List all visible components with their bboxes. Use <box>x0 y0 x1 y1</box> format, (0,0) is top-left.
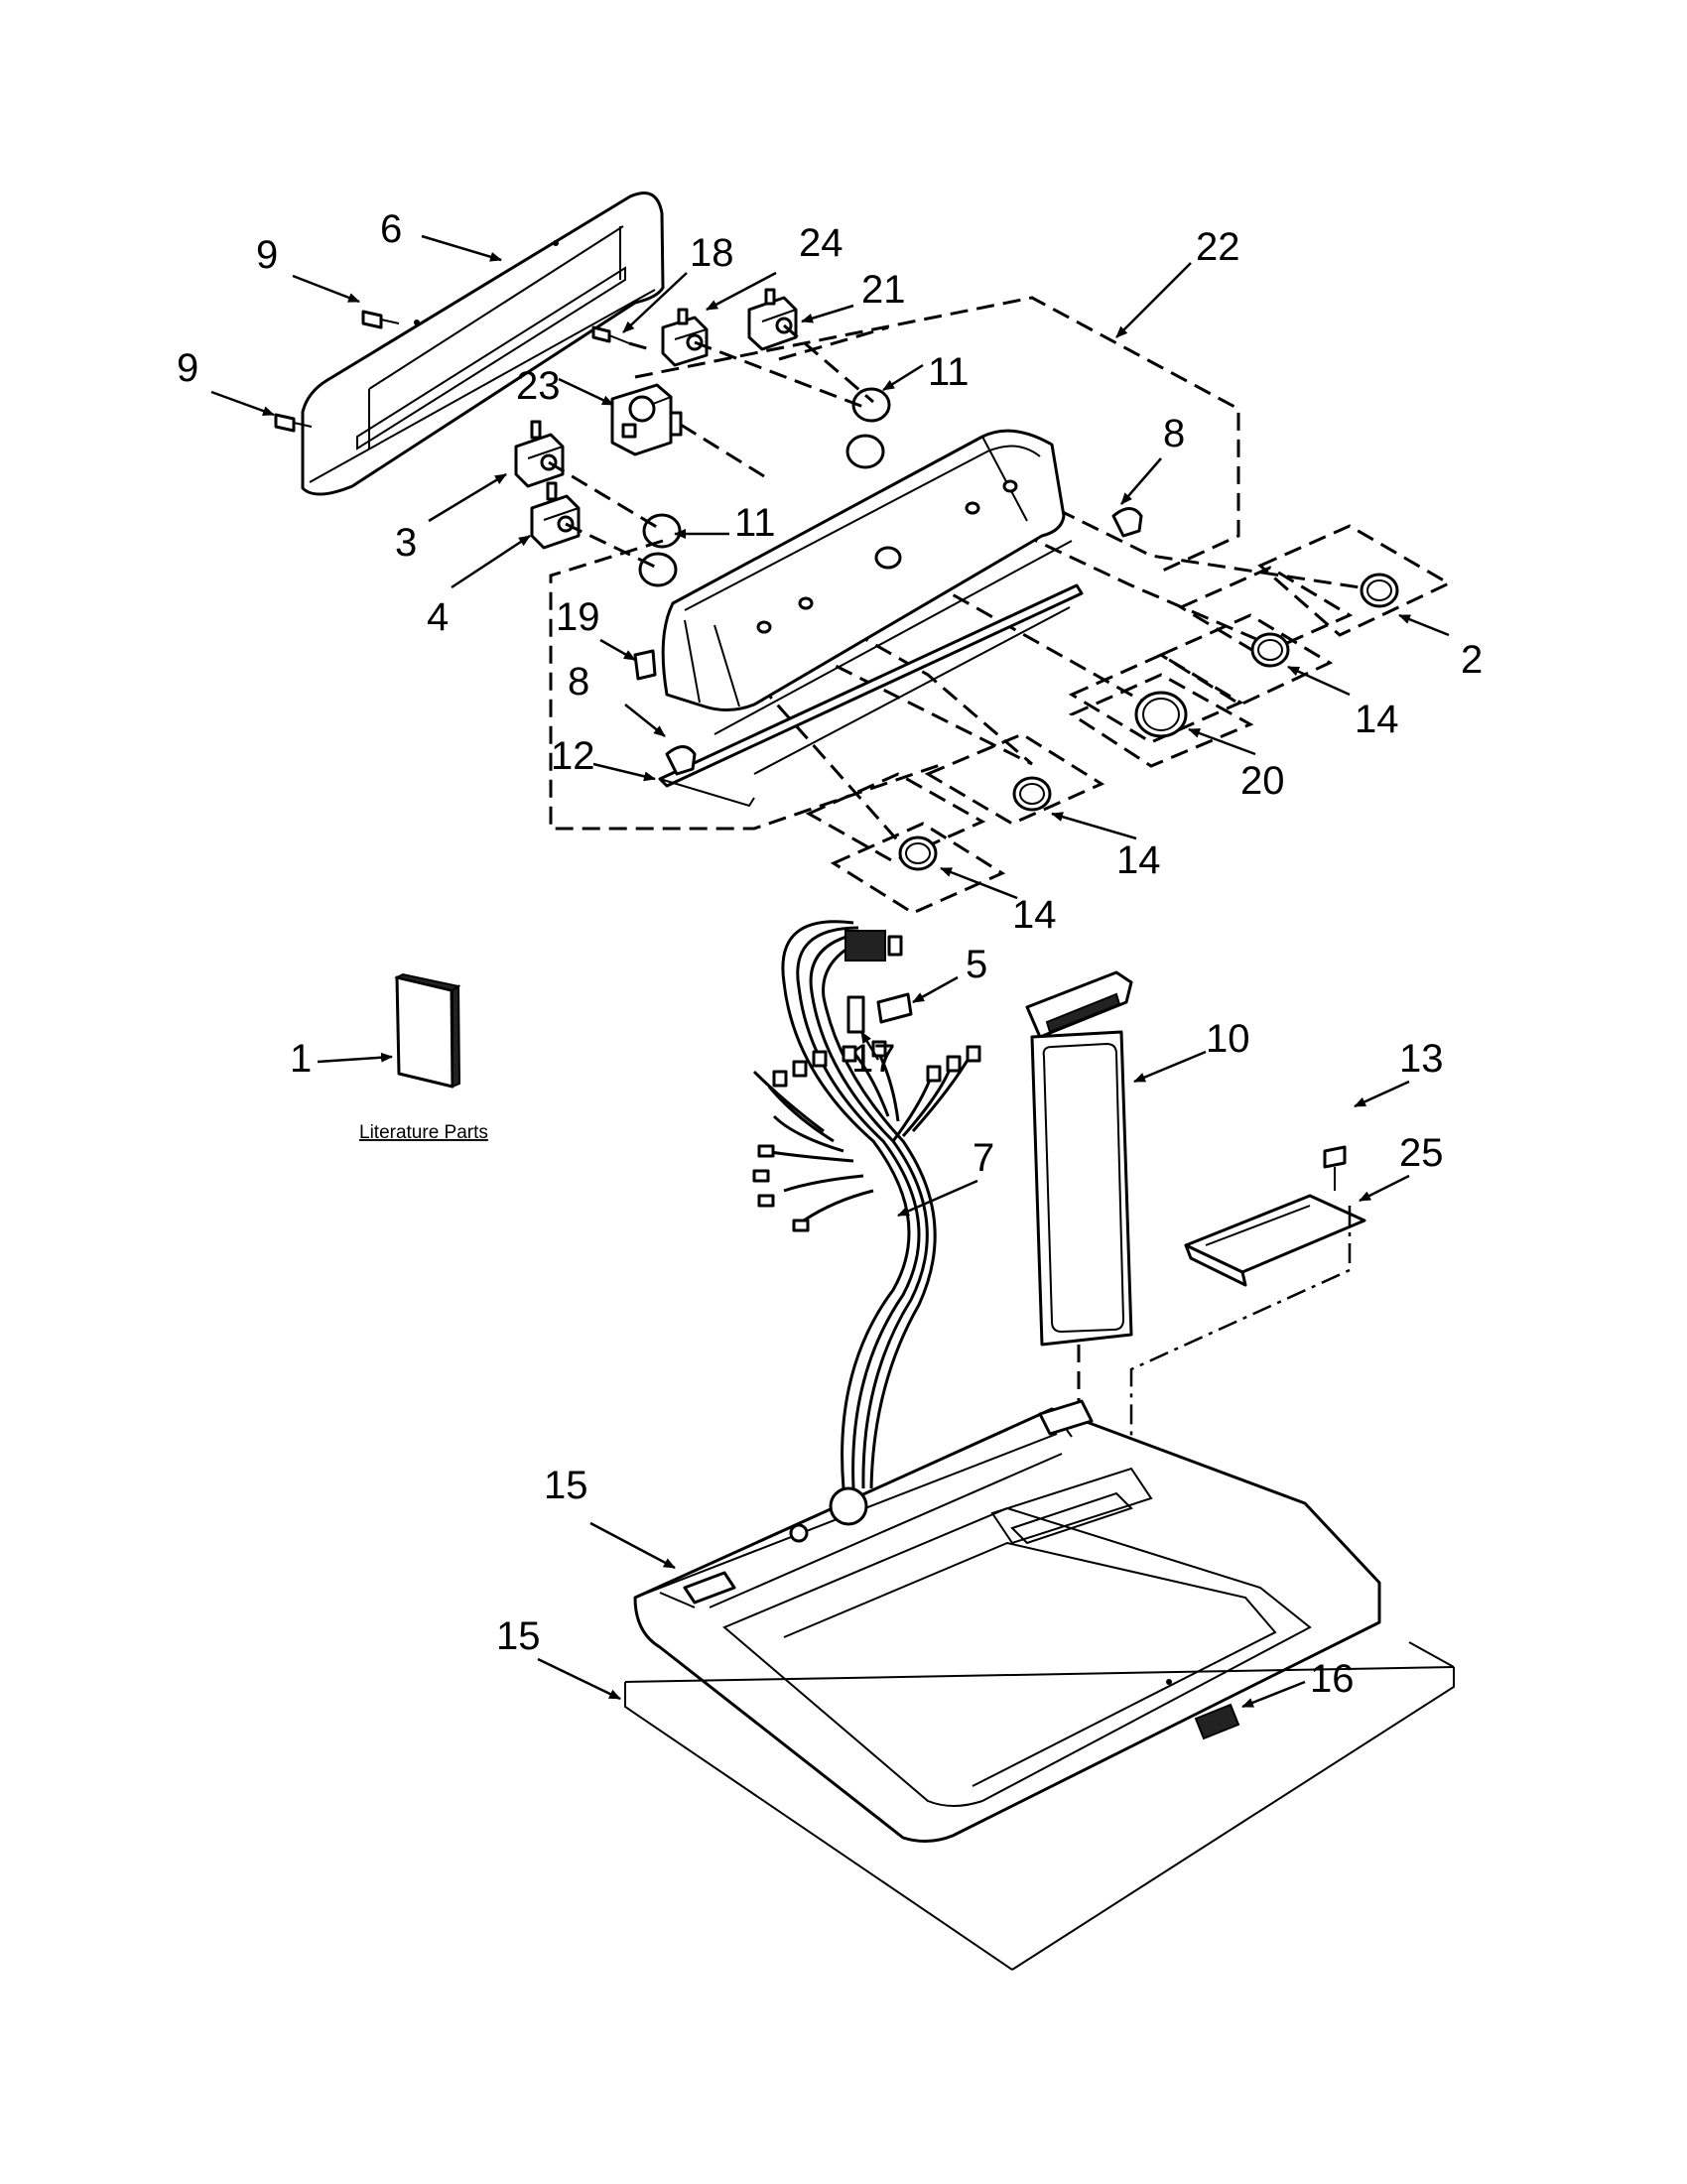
knob-2 <box>1360 573 1399 608</box>
base-outline <box>624 1641 1455 1971</box>
wire-harness <box>752 920 981 1489</box>
callout-9-lower: 9 <box>177 346 198 390</box>
callout-18: 20 <box>1240 759 1285 803</box>
assembly-lines <box>548 296 1453 915</box>
callout-19: 21 <box>861 268 906 312</box>
callout-22: 24 <box>799 221 844 265</box>
switch-4 <box>530 481 581 550</box>
callout-15-lower: 17 <box>851 1037 896 1081</box>
screw-13 <box>1323 1145 1347 1191</box>
clip-lower <box>665 745 697 776</box>
callout-11-lower: 11 <box>734 501 776 545</box>
leader-arrows <box>210 234 1450 1709</box>
knob-14b <box>1012 776 1052 812</box>
callout-labels: 6 9 9 18 24 21 22 23 11 11 8 3 4 19 8 12… <box>177 207 1483 1701</box>
callout-8-lower: 8 <box>568 660 589 704</box>
callout-8-upper: 8 <box>1163 412 1185 455</box>
screw-lower <box>274 413 313 433</box>
callout-12: 12 <box>551 734 595 778</box>
callout-13: 13 <box>1399 1037 1444 1081</box>
callout-23: 15 <box>496 1614 541 1658</box>
callout-24: 16 <box>1310 1657 1355 1701</box>
callout-25: 25 <box>1399 1131 1444 1175</box>
screw-upper <box>361 310 400 329</box>
clip-upper <box>1111 507 1143 538</box>
callout-16: 15 <box>544 1464 588 1507</box>
console-housing <box>661 429 1073 775</box>
callout-11-upper: 11 <box>928 350 970 394</box>
badge-24 <box>1166 1679 1240 1740</box>
switch-22 <box>661 308 709 367</box>
top-panel <box>633 1399 1381 1843</box>
callout-17: 19 <box>556 595 600 639</box>
knob-14c <box>898 835 938 871</box>
callout-15-upper: 18 <box>690 231 734 275</box>
literature-parts-label: Literature Parts <box>359 1122 488 1143</box>
disc-set <box>638 387 891 587</box>
callout-2: 2 <box>1461 638 1483 682</box>
callout-21: 23 <box>516 364 561 408</box>
callout-14-a: 14 <box>1355 698 1399 741</box>
clip-17 <box>633 649 657 681</box>
callout-20: 22 <box>1196 225 1240 269</box>
callout-5: 5 <box>966 943 987 986</box>
switch-19 <box>747 288 798 351</box>
gasket-strip <box>658 583 1084 808</box>
callout-3: 3 <box>395 521 417 565</box>
screw-15-upper <box>591 325 630 344</box>
callout-10: 10 <box>1206 1017 1250 1061</box>
callout-7: 7 <box>973 1136 994 1180</box>
callout-14-b: 14 <box>1116 838 1161 882</box>
wire-terminals <box>752 1040 981 1232</box>
console-back-panel <box>301 192 665 496</box>
knob-14a <box>1250 632 1290 668</box>
lint-screen <box>1025 970 1133 1444</box>
literature-book <box>394 972 461 1089</box>
callout-1: 1 <box>290 1037 312 1081</box>
callout-9-upper: 9 <box>256 233 278 277</box>
callout-4: 4 <box>427 595 449 639</box>
bracket-25 <box>1129 1194 1366 1444</box>
callout-14-c: 14 <box>1012 893 1057 937</box>
knob-18 <box>1134 691 1188 738</box>
callout-6: 6 <box>380 207 402 251</box>
timer-21 <box>610 383 683 456</box>
switch-3 <box>514 420 565 488</box>
